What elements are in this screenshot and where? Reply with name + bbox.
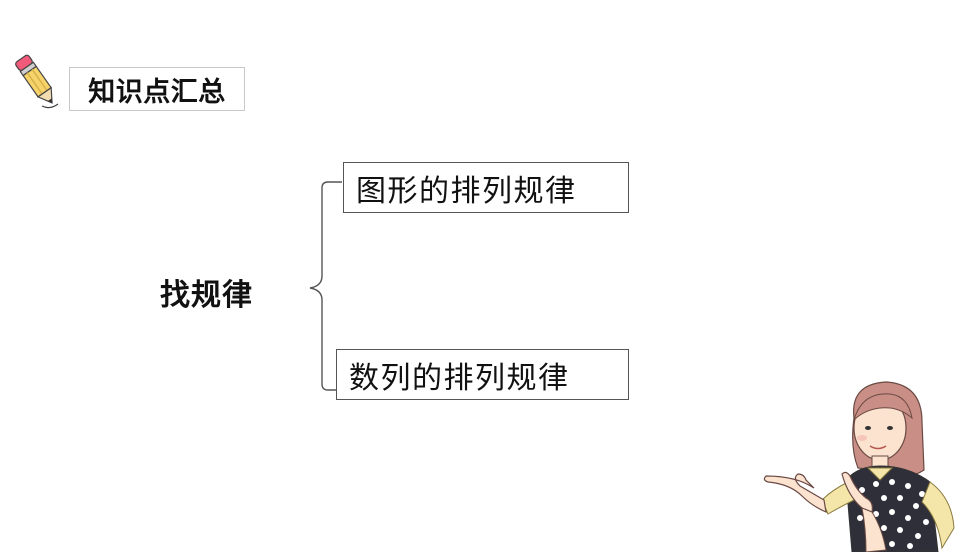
- curly-bracket-connector: [309, 181, 342, 391]
- girl-teacher-illustration: [763, 381, 955, 552]
- section-header: 知识点汇总: [69, 67, 245, 111]
- branch-label-1: 图形的排列规律: [356, 173, 577, 209]
- branch-node-1: 图形的排列规律: [343, 162, 629, 213]
- section-title: 知识点汇总: [88, 76, 226, 108]
- branch-node-2: 数列的排列规律: [336, 349, 629, 400]
- pencil-icon: [15, 54, 59, 109]
- branch-label-2: 数列的排列规律: [349, 360, 570, 396]
- root-node-label: 找规律: [160, 278, 253, 313]
